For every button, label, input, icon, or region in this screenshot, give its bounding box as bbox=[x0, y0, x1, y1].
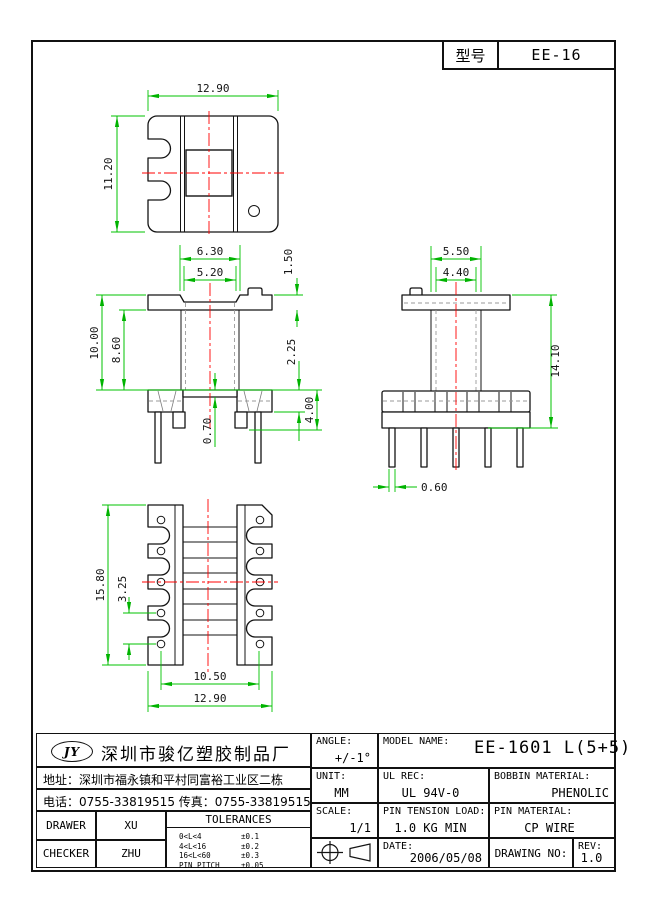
company-name: 深圳市骏亿塑胶制品厂 bbox=[101, 745, 291, 765]
flange-tab bbox=[409, 287, 423, 297]
checker-label: CHECKER bbox=[42, 847, 90, 861]
company-cell: JY 深圳市骏亿塑胶制品厂 bbox=[36, 733, 311, 767]
angle-cell: ANGLE: +/-1° bbox=[311, 733, 378, 768]
dim-label: 14.10 bbox=[549, 344, 562, 377]
rev-value: 1.0 bbox=[580, 851, 603, 865]
unit-cell: UNIT: MM bbox=[311, 768, 378, 803]
model-number-box: 型号 EE-16 bbox=[442, 40, 616, 70]
tolerances-title: TOLERANCES bbox=[167, 813, 310, 828]
pilot-hole bbox=[248, 205, 260, 217]
dim-label: 12.90 bbox=[196, 82, 229, 95]
model-number-value: EE-16 bbox=[531, 46, 582, 64]
checker-name: ZHU bbox=[121, 847, 141, 861]
title-block: JY 深圳市骏亿塑胶制品厂 地址：深圳市福永镇和平村同富裕工业区二栋 电话：07… bbox=[36, 733, 630, 870]
pin-material-label: PIN MATERIAL: bbox=[494, 806, 573, 817]
company-phone: 电话：0755-33819515 传真：0755-33819515 bbox=[43, 795, 311, 809]
dim-label: 1.50 bbox=[282, 249, 295, 276]
pin bbox=[388, 427, 396, 468]
tolerance-row: 0<L<4±0.1 bbox=[179, 832, 260, 841]
dim-label: 10.00 bbox=[88, 326, 101, 359]
ul-value: UL 94V-0 bbox=[401, 786, 460, 800]
tolerance-row: 16<L<60±0.3 bbox=[179, 851, 260, 860]
front-view: 6.30 5.20 1.50 10.00 8.60 2.25 4.00 0.70 bbox=[88, 245, 322, 464]
top-flange bbox=[147, 287, 273, 311]
top-view: 12.90 11.20 bbox=[102, 82, 284, 237]
left-rail bbox=[147, 504, 184, 666]
dim-label: 0.70 bbox=[201, 418, 214, 445]
side-view: 5.50 4.40 14.10 0.60 bbox=[373, 245, 562, 494]
model-name-cell: MODEL NAME: EE-1601 L(5+5) bbox=[378, 733, 630, 768]
tolerance-row: PIN PITCH±0.05 bbox=[179, 860, 264, 870]
right-rail bbox=[236, 504, 273, 666]
unit-label: UNIT: bbox=[316, 771, 347, 782]
dim-label: 4.40 bbox=[443, 266, 470, 279]
ul-cell: UL REC: UL 94V-0 bbox=[378, 768, 489, 803]
tolerance-row: 4<L<16±0.2 bbox=[179, 841, 260, 851]
drawer-name-cell: XU bbox=[96, 811, 166, 840]
cross-bars bbox=[183, 526, 237, 636]
dim-label: 11.20 bbox=[102, 157, 115, 190]
pin bbox=[154, 411, 162, 464]
dim-label: 3.25 bbox=[116, 576, 129, 603]
unit-value: MM bbox=[334, 786, 349, 800]
drawer-label: DRAWER bbox=[46, 818, 86, 832]
drawing-no-label: DRAWING NO: bbox=[494, 846, 568, 860]
bobbin-material-value: PHENOLIC bbox=[551, 786, 609, 800]
angle-label: ANGLE: bbox=[316, 736, 353, 747]
pin bbox=[254, 411, 262, 464]
dim-label: 15.80 bbox=[94, 568, 107, 601]
dim-label: 0.60 bbox=[421, 481, 448, 494]
projection-symbol-cell bbox=[311, 838, 378, 868]
dim-label: 2.25 bbox=[285, 339, 298, 366]
scale-value: 1/1 bbox=[349, 821, 371, 835]
dim-label: 5.20 bbox=[197, 266, 224, 279]
date-cell: DATE: 2006/05/08 bbox=[378, 838, 489, 868]
pin bbox=[420, 427, 428, 468]
pin-tension-label: PIN TENSION LOAD: bbox=[383, 806, 486, 817]
pin bbox=[484, 427, 492, 468]
address-cell: 地址：深圳市福永镇和平村同富裕工业区二栋 bbox=[36, 767, 311, 789]
pin-tension-value: 1.0 KG MIN bbox=[394, 821, 467, 835]
rev-label: REV: bbox=[578, 841, 603, 852]
pedestal bbox=[172, 411, 186, 429]
drawing-no-cell: DRAWING NO: bbox=[489, 838, 573, 868]
dim-label: 4.00 bbox=[303, 397, 316, 424]
date-value: 2006/05/08 bbox=[409, 851, 482, 865]
dim-label: 6.30 bbox=[197, 245, 224, 258]
dim-label: 8.60 bbox=[110, 337, 123, 364]
company-logo: JY bbox=[51, 741, 93, 762]
pin bbox=[516, 427, 524, 468]
tolerances-cell: TOLERANCES 0<L<4±0.1 4<L<16±0.2 16<L<60±… bbox=[166, 811, 311, 870]
scale-cell: SCALE: 1/1 bbox=[311, 803, 378, 838]
model-name-label: MODEL NAME: bbox=[383, 736, 450, 747]
rev-cell: REV: 1.0 bbox=[573, 838, 616, 868]
tolerances-table: 0<L<4±0.1 4<L<16±0.2 16<L<60±0.3 PIN PIT… bbox=[179, 832, 304, 870]
dim-label: 10.50 bbox=[193, 670, 226, 683]
date-label: DATE: bbox=[383, 841, 414, 852]
pin-tension-cell: PIN TENSION LOAD: 1.0 KG MIN bbox=[378, 803, 489, 838]
pedestal bbox=[234, 411, 248, 429]
model-number-label: 型号 bbox=[444, 42, 499, 68]
dim-label: 12.90 bbox=[193, 692, 226, 705]
company-address: 地址：深圳市福永镇和平村同富裕工业区二栋 bbox=[43, 773, 284, 787]
bobbin-material-cell: BOBBIN MATERIAL: PHENOLIC bbox=[489, 768, 616, 803]
model-name-value: EE-1601 L(5+5) bbox=[474, 738, 632, 758]
pin-material-cell: PIN MATERIAL: CP WIRE bbox=[489, 803, 616, 838]
drawer-name: XU bbox=[124, 818, 138, 832]
checker-label-cell: CHECKER bbox=[36, 839, 96, 868]
drawer-label-cell: DRAWER bbox=[36, 811, 96, 840]
checker-name-cell: ZHU bbox=[96, 839, 166, 868]
phone-cell: 电话：0755-33819515 传真：0755-33819515 bbox=[36, 789, 311, 811]
angle-value: +/-1° bbox=[334, 751, 371, 765]
pin-material-value: CP WIRE bbox=[524, 821, 575, 835]
scale-label: SCALE: bbox=[316, 806, 353, 817]
bobbin-material-label: BOBBIN MATERIAL: bbox=[494, 771, 591, 782]
dim-label: 5.50 bbox=[443, 245, 470, 258]
projection-symbol-icon bbox=[317, 841, 371, 864]
ul-label: UL REC: bbox=[383, 771, 426, 782]
bottom-view: 15.80 3.25 10.50 12.90 bbox=[94, 499, 278, 712]
